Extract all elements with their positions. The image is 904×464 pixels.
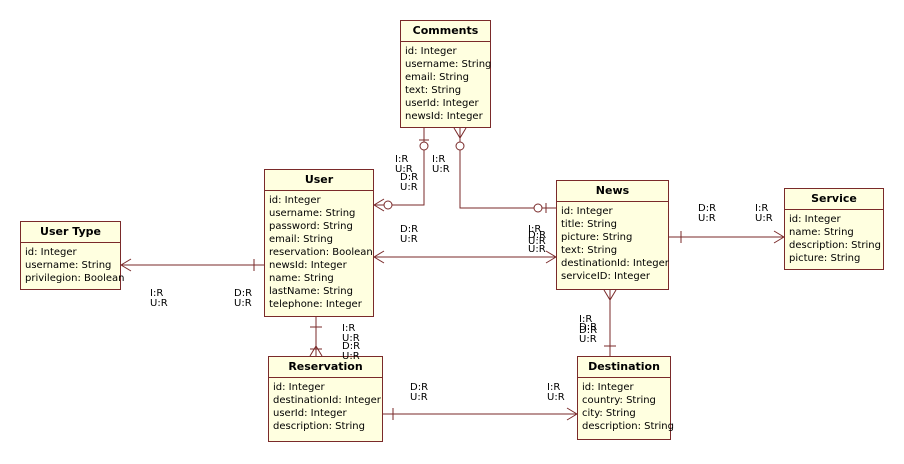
attribute-list: id: Integer name: String description: St…: [785, 210, 883, 268]
attribute: id: Integer: [273, 382, 325, 393]
constraint-label: U:R: [342, 333, 360, 344]
attribute-list: id: Integer username: String privilegion…: [21, 243, 125, 288]
attribute: serviceID: Integer: [561, 271, 650, 282]
constraint-label: U:R: [528, 236, 546, 247]
constraint-label: U:R: [698, 213, 716, 224]
entity-comments[interactable]: Comments id: Integer username: String em…: [400, 20, 491, 128]
constraint-label: D:R: [234, 288, 253, 299]
entity-news[interactable]: News id: Integer title: String picture: …: [556, 180, 669, 290]
entity-title: Reservation: [269, 357, 382, 378]
attribute: text: String: [561, 245, 618, 256]
attribute-list: id: Integer destinationId: Integer userI…: [269, 378, 382, 436]
constraint-label: U:R: [395, 164, 413, 175]
attribute: userId: Integer: [273, 408, 347, 419]
constraint-label: U:R: [432, 164, 450, 175]
attribute: privilegion: Boolean: [25, 273, 125, 284]
attribute: id: Integer: [269, 195, 321, 206]
entity-title: News: [557, 181, 668, 202]
attribute: email: String: [269, 234, 333, 245]
constraint-label: U:R: [579, 334, 597, 345]
attribute: country: String: [582, 395, 656, 406]
attribute: telephone: Integer: [269, 299, 362, 310]
constraint-label: U:R: [755, 213, 773, 224]
attribute: reservation: Boolean: [269, 247, 373, 258]
attribute: newsId: Integer: [269, 260, 347, 271]
attribute: destinationId: Integer: [273, 395, 381, 406]
constraint-label: U:R: [150, 298, 168, 309]
rel-news-service: [669, 230, 785, 244]
attribute: id: Integer: [25, 247, 77, 258]
attribute: title: String: [561, 219, 617, 230]
constraint-label: I:R: [395, 154, 409, 165]
rel-comments-news: [453, 127, 556, 213]
entity-title: User Type: [21, 222, 120, 243]
constraint-label: I:R: [579, 314, 593, 325]
attribute: destinationId: Integer: [561, 258, 669, 269]
constraint-label: U:R: [528, 244, 546, 255]
constraint-label: U:R: [400, 182, 418, 193]
entity-title: Service: [785, 189, 883, 210]
constraint-label: I:R: [755, 203, 769, 214]
rel-comments-user: [373, 128, 429, 212]
constraint-label: I:R: [547, 382, 561, 393]
entity-title: Comments: [401, 21, 490, 42]
attribute: userId: Integer: [405, 98, 479, 109]
constraint-label: U:R: [342, 351, 360, 362]
attribute: text: String: [405, 85, 462, 96]
attribute: id: Integer: [789, 214, 841, 225]
attribute: username: String: [25, 260, 112, 271]
constraint-label: D:R: [698, 203, 717, 214]
constraint-label: U:R: [400, 234, 418, 245]
constraint-label: D:R: [400, 172, 419, 183]
attribute-list: id: Integer username: String email: Stri…: [401, 42, 492, 126]
constraint-label: U:R: [410, 392, 428, 403]
attribute: picture: String: [561, 232, 633, 243]
constraint-label: I:R: [528, 224, 542, 235]
attribute: username: String: [269, 208, 356, 219]
attribute: description: String: [582, 421, 674, 432]
rel-reservation-destination: [383, 407, 578, 421]
constraint-label: U:R: [547, 392, 565, 403]
attribute: description: String: [789, 240, 881, 251]
constraint-label: I:R: [150, 288, 164, 299]
attribute: id: Integer: [582, 382, 634, 393]
constraint-label: I:R: [432, 154, 446, 165]
attribute: newsId: Integer: [405, 111, 483, 122]
attribute: password: String: [269, 221, 353, 232]
attribute: picture: String: [789, 253, 861, 264]
attribute-list: id: Integer title: String picture: Strin…: [557, 202, 669, 286]
attribute-list: id: Integer username: String password: S…: [265, 191, 373, 314]
attribute-list: id: Integer country: String city: String…: [578, 378, 674, 436]
rel-usertype-user: [120, 258, 264, 272]
entity-destination[interactable]: Destination id: Integer country: String …: [577, 356, 674, 440]
entity-title: Destination: [578, 357, 670, 378]
constraint-label: D:R: [410, 382, 429, 393]
entity-user-type[interactable]: User Type id: Integer username: String p…: [20, 221, 125, 290]
rel-user-news: [373, 250, 557, 264]
constraint-label: D:R: [342, 341, 361, 352]
constraint-label: I:R: [342, 323, 356, 334]
rel-user-reservation: [309, 317, 323, 357]
attribute: id: Integer: [561, 206, 613, 217]
constraint-label: D:R: [400, 224, 419, 235]
constraint-label: U:R: [234, 298, 252, 309]
entity-reservation[interactable]: Reservation id: Integer destinationId: I…: [268, 356, 383, 442]
attribute: description: String: [273, 421, 365, 432]
entity-service[interactable]: Service id: Integer name: String descrip…: [784, 188, 884, 270]
attribute: email: String: [405, 72, 469, 83]
constraint-label: D:R: [579, 325, 598, 336]
constraint-label: D:R: [528, 230, 547, 241]
attribute: name: String: [789, 227, 854, 238]
attribute: lastName: String: [269, 286, 353, 297]
constraint-label: D:R: [579, 322, 598, 333]
attribute: username: String: [405, 59, 492, 70]
entity-title: User: [265, 170, 373, 191]
attribute: city: String: [582, 408, 636, 419]
attribute: name: String: [269, 273, 334, 284]
attribute: id: Integer: [405, 46, 457, 57]
entity-user[interactable]: User id: Integer username: String passwo…: [264, 169, 374, 317]
rel-news-destination: [603, 289, 617, 356]
